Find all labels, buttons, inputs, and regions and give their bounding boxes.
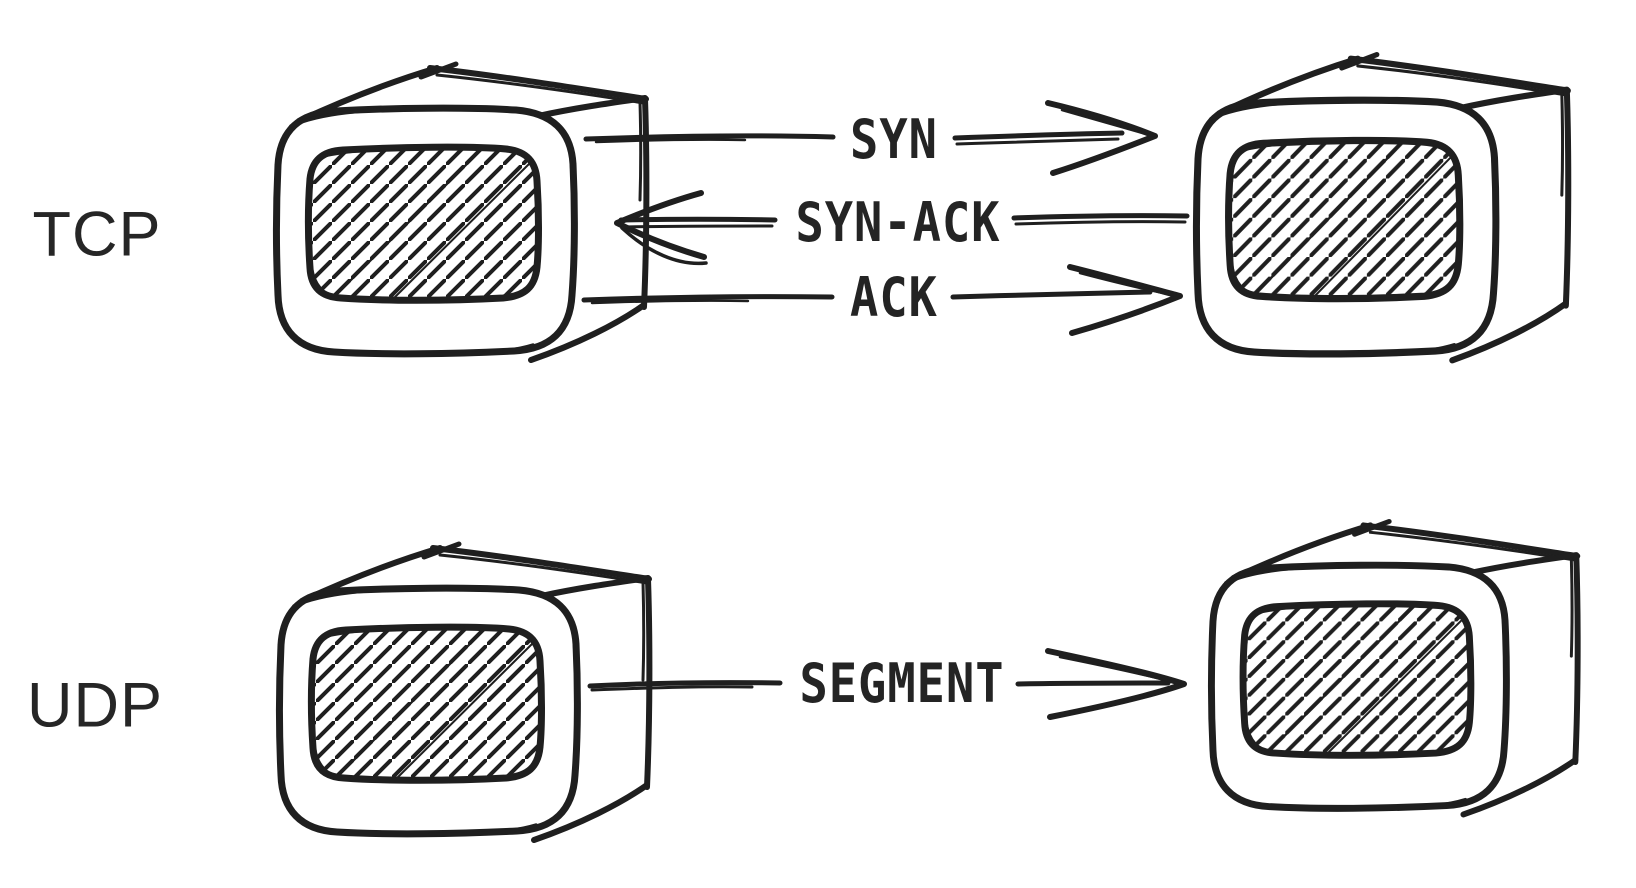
segment-shaft-right (1015, 680, 1171, 687)
syn-arrowhead-overdraw (1060, 108, 1155, 138)
ack-shaft-right (950, 289, 1153, 300)
syn-ack-arrow (614, 190, 1190, 266)
tcp-row-label: TCP (32, 199, 162, 270)
syn-arrow-shaft-right (952, 130, 1125, 141)
syn-ack-shaft-left-overdraw (621, 224, 774, 229)
syn-arrow-shaft-left-overdraw (594, 138, 747, 144)
segment-arrow (587, 648, 1187, 720)
syn-arrow-shaft-right-overdraw (955, 137, 1120, 146)
syn-ack-arrowhead-overdraw-lower (620, 226, 708, 266)
syn-arrowhead (1045, 100, 1158, 176)
segment-shaft-left-overdraw (590, 685, 754, 692)
segment-shaft-left (587, 680, 783, 689)
syn-ack-shaft-right-overdraw (1014, 220, 1187, 226)
syn-ack-shaft-right (1011, 213, 1190, 221)
syn-message-label: SYN (850, 108, 938, 172)
ack-arrowhead-overdraw (1078, 271, 1180, 298)
ack-message-label: ACK (850, 266, 938, 330)
syn-arrow (583, 100, 1158, 176)
udp-row-label: UDP (26, 670, 164, 741)
syn-ack-arrowhead-overdraw-upper (625, 195, 694, 221)
segment-message-label: SEGMENT (799, 652, 1005, 716)
tcp-receiver-node (1197, 55, 1569, 361)
segment-arrowhead-overdraw (1058, 655, 1184, 686)
ack-shaft-left (581, 294, 835, 303)
udp-sender-node (280, 544, 650, 840)
udp-receiver-node (1211, 521, 1577, 814)
syn-ack-shaft-left (618, 216, 778, 223)
ack-arrow (581, 264, 1183, 336)
syn-ack-message-label: SYN-ACK (795, 191, 1001, 255)
ack-shaft-left-overdraw (590, 299, 750, 305)
syn-arrow-shaft-left (583, 133, 836, 142)
ack-arrowhead (1067, 264, 1183, 336)
tcp-sender-node (277, 64, 647, 360)
